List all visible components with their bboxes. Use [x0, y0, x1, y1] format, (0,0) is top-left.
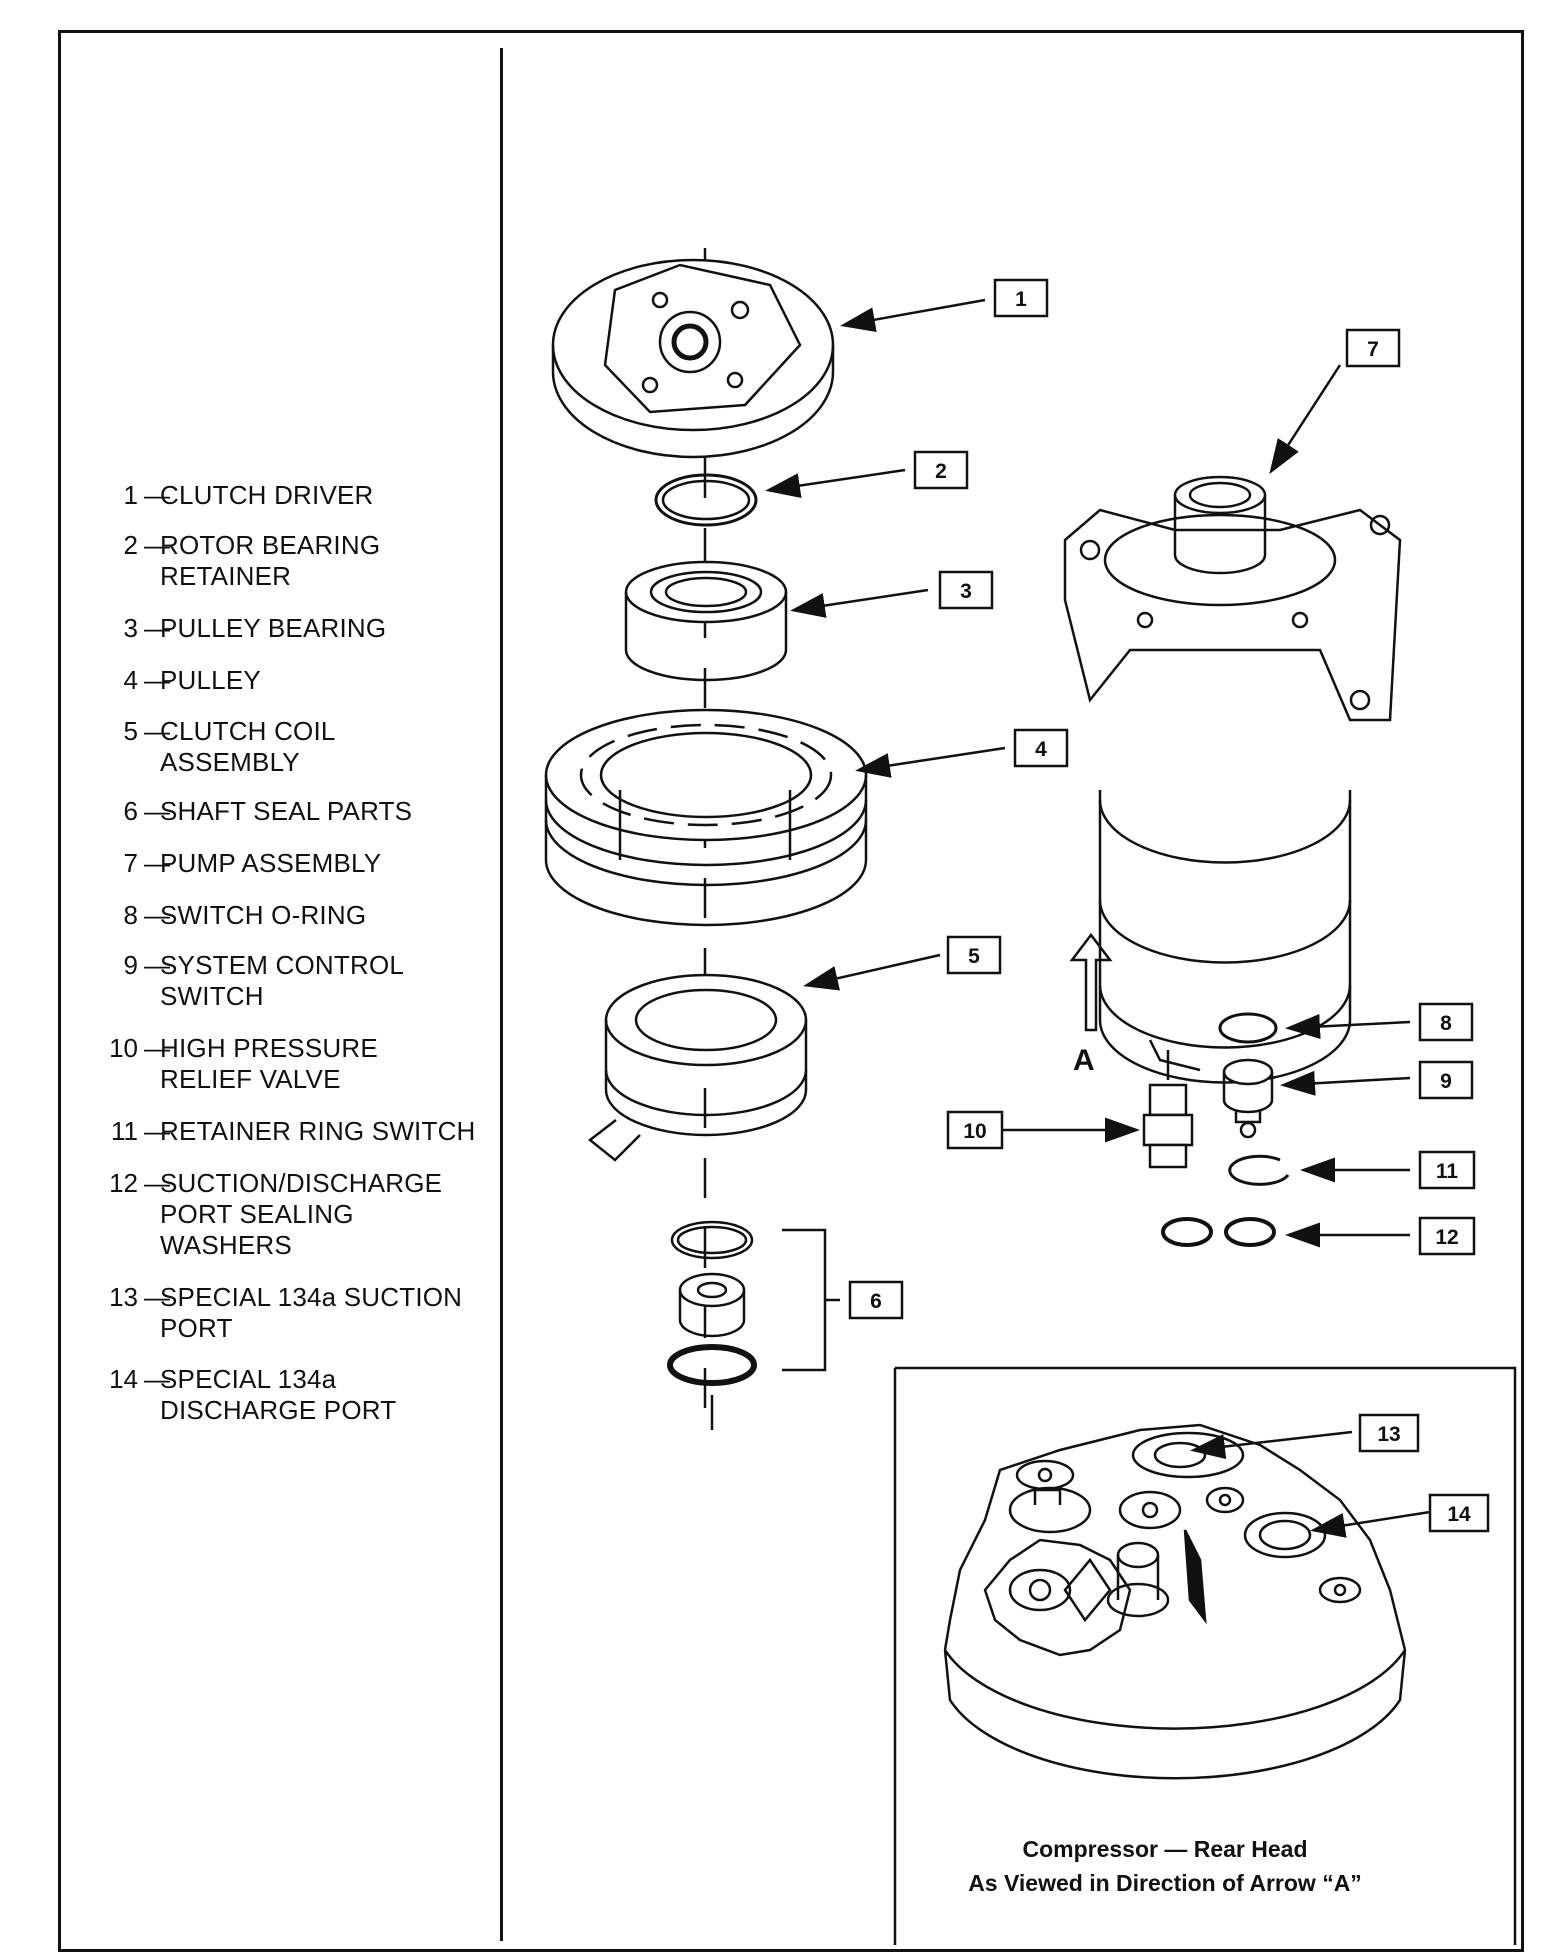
view-arrow-a: [1069, 932, 1113, 1032]
legend-label: HIGH PRESSURE RELIEF VALVE: [160, 1033, 378, 1094]
port-sealing-washer: [1224, 1217, 1276, 1247]
legend-label: ROTOR BEARING RETAINER: [160, 530, 381, 591]
switch-o-ring-part: [1218, 1012, 1278, 1044]
callout-2: 2: [913, 450, 969, 490]
callout-14: 14: [1428, 1493, 1490, 1533]
callout-3: 3: [938, 570, 994, 610]
svg-text:2: 2: [935, 460, 947, 483]
legend-label: PULLEY BEARING: [160, 613, 387, 643]
callout-7: 7: [1345, 328, 1401, 368]
system-control-switch-part: [1222, 1058, 1274, 1139]
svg-text:3: 3: [960, 580, 972, 603]
port-sealing-washer: [1161, 1217, 1213, 1247]
leader-line-3: [790, 588, 929, 618]
svg-text:11: 11: [1436, 1160, 1459, 1183]
inset-caption-line2: As Viewed in Direction of Arrow “A”: [968, 1870, 1362, 1896]
inset-caption-line1: Compressor — Rear Head: [1022, 1836, 1308, 1862]
legend-number: 12: [109, 1168, 138, 1198]
legend-number: 3: [123, 613, 138, 643]
svg-text:12: 12: [1435, 1226, 1458, 1249]
svg-text:7: 7: [1367, 338, 1379, 361]
compressor-rear-head-view: [943, 1423, 1407, 1780]
legend-label: PULLEY: [160, 665, 261, 695]
legend-label: SPECIAL 134a DISCHARGE PORT: [160, 1364, 397, 1425]
callout-9: 9: [1418, 1060, 1474, 1100]
legend-label: RETAINER RING SWITCH: [160, 1116, 476, 1146]
inset-caption: Compressor — Rear Head As Viewed in Dire…: [895, 1832, 1435, 1900]
svg-text:4: 4: [1035, 738, 1047, 761]
legend-number: 6: [123, 796, 138, 826]
inset-frame: [895, 1366, 1517, 1945]
svg-text:9: 9: [1440, 1070, 1452, 1093]
legend-label: SUCTION/DISCHARGE PORT SEALING WASHERS: [160, 1168, 443, 1260]
callout-4: 4: [1013, 728, 1069, 768]
leader-line-8: [1285, 1014, 1411, 1039]
svg-text:8: 8: [1440, 1012, 1452, 1035]
callout-11: 11: [1418, 1150, 1476, 1190]
svg-text:14: 14: [1447, 1503, 1471, 1526]
legend-number: 10: [109, 1033, 138, 1063]
leader-line-14: [1310, 1510, 1431, 1538]
clutch-driver-part: [551, 258, 835, 459]
clutch-coil-part: [587, 973, 808, 1162]
leader-line-7: [1269, 364, 1342, 475]
view-arrow-label: A: [1073, 1044, 1095, 1077]
callout-1: 1: [993, 278, 1049, 318]
shaft-seal-parts: [667, 1220, 827, 1430]
rotor-bearing-retainer-part: [654, 473, 758, 527]
legend-number: 2: [123, 530, 138, 560]
svg-text:10: 10: [963, 1120, 986, 1143]
legend-label: CLUTCH COIL ASSEMBLY: [160, 716, 336, 777]
callout-5: 5: [946, 935, 1002, 975]
legend-label: SWITCH O-RING: [160, 900, 367, 930]
pump-assembly-part: [1063, 475, 1402, 1084]
leader-line-2: [765, 468, 906, 498]
legend-number: 1: [123, 480, 138, 510]
figure-frame: [58, 30, 1524, 1952]
svg-text:6: 6: [870, 1290, 882, 1313]
leader-line-13: [1190, 1430, 1353, 1460]
high-pressure-relief-valve-part: [1142, 1050, 1194, 1169]
legend-number: 11: [111, 1116, 138, 1146]
callout-8: 8: [1418, 1002, 1474, 1042]
legend-number: 7: [123, 848, 138, 878]
pulley-part: [544, 708, 868, 927]
svg-text:13: 13: [1377, 1423, 1400, 1446]
callout-10: 10: [946, 1110, 1004, 1150]
svg-text:5: 5: [968, 945, 980, 968]
callout-13: 13: [1358, 1413, 1420, 1453]
leader-line-4: [855, 746, 1006, 778]
legend-number: 14: [109, 1364, 138, 1394]
leader-line-5: [803, 953, 941, 991]
legend-number: 9: [123, 950, 138, 980]
callout-6: 6: [848, 1280, 904, 1320]
legend-label: PUMP ASSEMBLY: [160, 848, 382, 878]
legend-number: 8: [123, 900, 138, 930]
legend-number: 4: [123, 665, 138, 695]
legend-label: SPECIAL 134a SUCTION PORT: [160, 1282, 463, 1343]
svg-text:1: 1: [1015, 288, 1027, 311]
column-divider: [500, 48, 503, 1941]
leader-line-1: [840, 298, 986, 333]
pulley-bearing-part: [624, 560, 788, 682]
leader-line-9: [1280, 1070, 1411, 1096]
legend-number: 5: [123, 716, 138, 746]
legend-number: 13: [109, 1282, 138, 1312]
legend-label: SYSTEM CONTROL SWITCH: [160, 950, 405, 1011]
retainer-ring-switch-part: [1228, 1154, 1290, 1186]
legend-label: SHAFT SEAL PARTS: [160, 796, 413, 826]
legend-label: CLUTCH DRIVER: [160, 480, 374, 510]
callout-12: 12: [1418, 1216, 1476, 1256]
